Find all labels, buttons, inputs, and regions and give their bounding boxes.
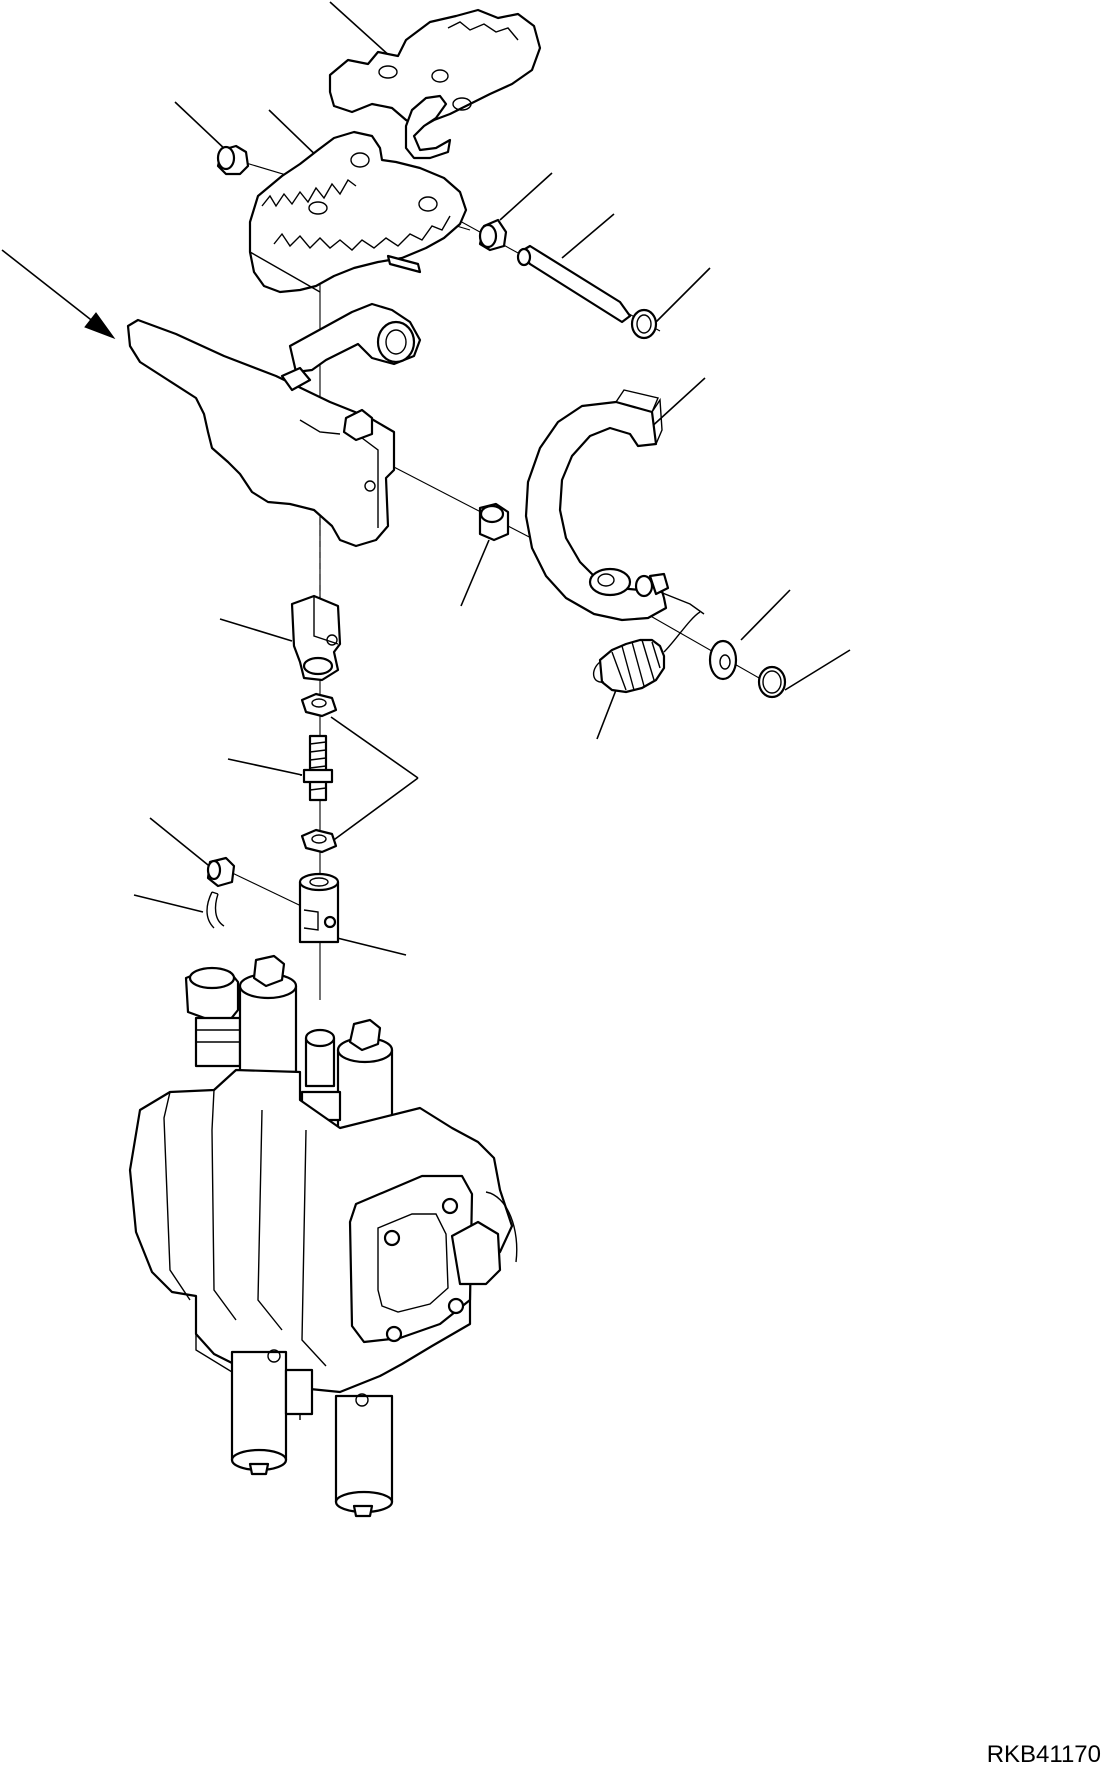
hex-nut-upper	[300, 692, 338, 718]
leader-lines	[133, 1, 851, 956]
cotter-pin	[206, 891, 225, 929]
spring	[593, 611, 701, 694]
bushing-shaft-ring	[478, 218, 658, 340]
collar	[478, 502, 510, 542]
coupler-sleeve	[298, 872, 340, 944]
upper-pedal-plate	[328, 8, 542, 160]
pedal-bracket	[126, 302, 422, 548]
lower-pedal-plate	[248, 130, 468, 294]
drawing-reference-code: RKB41170	[987, 1741, 1101, 1768]
clevis-pin	[206, 856, 236, 888]
control-valve	[128, 954, 518, 1518]
view-direction-arrow	[1, 249, 116, 340]
hex-nut-lower	[300, 828, 338, 854]
washer	[708, 639, 738, 681]
clevis	[290, 594, 342, 682]
pin-bolt	[216, 144, 250, 176]
threaded-rod	[302, 734, 334, 802]
curved-arm	[524, 389, 705, 622]
snap-ring	[757, 665, 787, 699]
